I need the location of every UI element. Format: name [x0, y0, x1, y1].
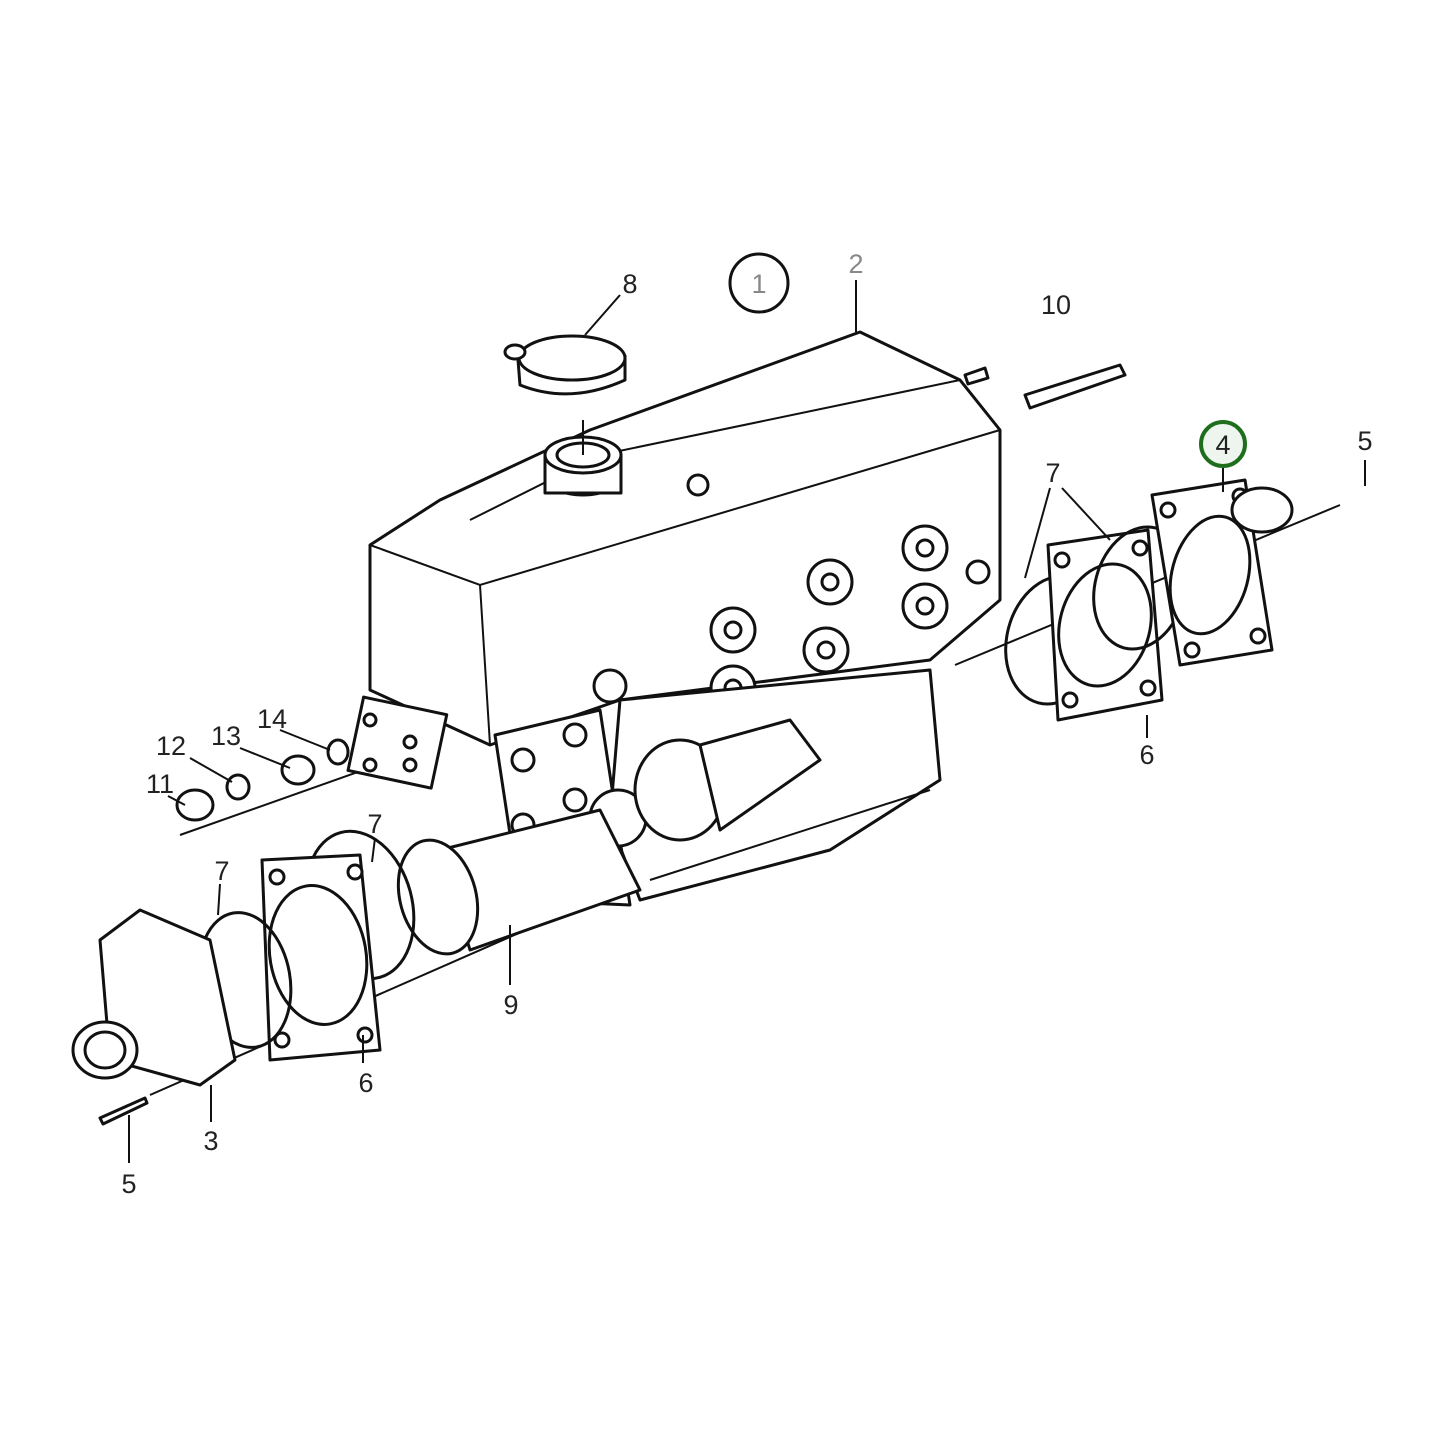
- stud: [1023, 363, 1127, 410]
- filler-cap: [503, 334, 627, 396]
- callout-7: 7: [214, 856, 229, 886]
- callout-5: 5: [121, 1169, 136, 1199]
- callout-7: 7: [367, 809, 382, 839]
- svg-text:4: 4: [1215, 430, 1230, 460]
- callout-3: 3: [203, 1126, 218, 1156]
- callout-13: 13: [211, 721, 241, 751]
- leader-lines: [128, 280, 1366, 1163]
- left-filter-gaskets-cover: [71, 808, 642, 1126]
- callout-5: 5: [1357, 426, 1372, 456]
- callout-6: 6: [358, 1068, 373, 1098]
- right-gaskets-and-cover: [1004, 478, 1294, 722]
- callout-2: 2: [848, 249, 863, 279]
- callout-6: 6: [1139, 740, 1154, 770]
- stud-installed: [963, 366, 990, 386]
- callout-11: 11: [146, 769, 174, 799]
- callout-14: 14: [257, 704, 287, 734]
- drain-plugs: [175, 738, 350, 822]
- callout-10: 10: [1041, 290, 1071, 320]
- port-bosses: [592, 524, 991, 712]
- callout-9: 9: [503, 990, 518, 1020]
- callout-7: 7: [1045, 458, 1060, 488]
- callout-12: 12: [156, 731, 186, 761]
- callout-4-highlighted[interactable]: 4: [1199, 420, 1247, 468]
- svg-text:1: 1: [751, 269, 766, 299]
- callout-1: 1: [728, 252, 790, 314]
- heat-exchanger-housing: [346, 330, 1002, 907]
- callout-8: 8: [622, 269, 637, 299]
